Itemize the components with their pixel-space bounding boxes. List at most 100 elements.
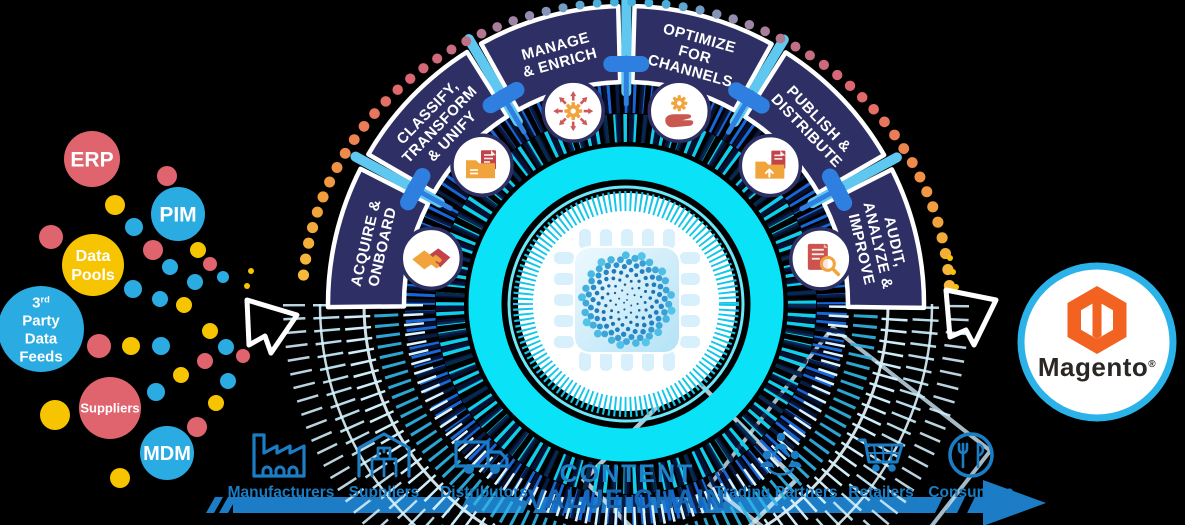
source-dot — [248, 268, 254, 274]
arc-dot — [610, 0, 619, 7]
source-dot — [125, 218, 143, 236]
tick-arc — [362, 303, 890, 525]
source-dot — [110, 468, 130, 488]
chain-item-manufacturers: Manufacturers — [228, 433, 334, 501]
arc-dot — [914, 171, 926, 183]
bubble-label: ERP — [70, 148, 113, 171]
source-dot — [162, 259, 178, 275]
source-dot — [220, 373, 236, 389]
arc-dot — [405, 73, 416, 84]
arc-dot — [339, 147, 351, 159]
dining-icon — [948, 432, 994, 478]
flow-arrow-left-icon — [244, 297, 300, 356]
folder-documents-icon — [466, 150, 497, 179]
arc-dot — [844, 80, 856, 92]
arc-dot — [856, 92, 868, 103]
tick-ring — [405, 83, 847, 525]
arc-dot — [575, 0, 585, 10]
arc-dot — [932, 216, 944, 228]
arc-dot — [936, 232, 948, 244]
arc-dot — [804, 50, 815, 61]
hand-gear-icon — [665, 95, 694, 128]
link-pill — [728, 82, 770, 114]
segment-publish-distribute — [742, 50, 887, 196]
bubble-circle — [140, 426, 194, 480]
factory-icon — [252, 433, 306, 478]
tick-arc — [318, 303, 934, 525]
arc-dot — [661, 0, 671, 9]
bubble-circle — [0, 286, 84, 372]
gear-arrows-icon — [553, 91, 594, 132]
gear-shape — [671, 95, 688, 112]
source-dot — [173, 367, 189, 383]
source-dot — [190, 242, 206, 258]
source-dot — [40, 400, 70, 430]
arc-dot — [760, 26, 770, 37]
arc-dot — [921, 186, 933, 198]
arc-dot — [324, 176, 336, 188]
bubble-suppliers-bubble: Suppliers — [79, 377, 141, 439]
arc-dot — [744, 19, 755, 30]
arc-dot — [369, 108, 380, 119]
arc-dot — [461, 36, 472, 47]
source-dot — [157, 166, 177, 186]
source-dot — [147, 383, 165, 401]
chain-label-suppliers: Suppliers — [349, 484, 420, 501]
spiral-logo-icon — [578, 251, 676, 349]
gear-shape — [564, 102, 583, 121]
arc-dot — [678, 2, 688, 12]
arc-dot — [476, 28, 487, 39]
value-chain-label: CONTENT VALUE CHAIN — [527, 460, 725, 514]
cart-icon — [857, 438, 904, 472]
tick-ring — [436, 114, 816, 494]
arc-dot — [712, 9, 722, 19]
band-slash — [954, 488, 978, 522]
arc-dot — [311, 206, 323, 218]
tick-ring — [468, 146, 784, 462]
band-piece — [219, 497, 237, 513]
outer-dotted-arc — [297, 0, 955, 292]
arc-dot — [306, 222, 319, 234]
arc-dot — [818, 59, 829, 70]
document-search-icon — [807, 243, 841, 277]
source-dot — [217, 271, 229, 283]
source-dot — [152, 291, 168, 307]
chain-label-distributors: Distributors — [440, 484, 528, 501]
source-dot — [947, 255, 953, 261]
chain-item-retailers: Retailers — [848, 438, 914, 501]
chain-label-consumers: Consumers — [928, 484, 1013, 501]
source-dot — [187, 274, 203, 290]
source-dot — [197, 353, 213, 369]
bubble-label: PIM — [159, 203, 196, 226]
source-dot — [236, 349, 250, 363]
arc-dot — [868, 104, 879, 115]
arc-dot — [644, 0, 654, 8]
source-dot — [187, 417, 207, 437]
arc-dot — [790, 41, 801, 52]
network-people-icon — [760, 432, 802, 476]
arc-dot — [695, 5, 705, 15]
source-dot — [244, 283, 250, 289]
arc-dot — [889, 129, 900, 141]
source-dot — [208, 395, 224, 411]
bubble-mdm: MDM — [140, 426, 194, 480]
source-dot — [152, 337, 170, 355]
band-arrowhead — [983, 480, 1046, 525]
segment-classify-transform-unify — [366, 49, 510, 195]
source-dots — [39, 166, 959, 488]
arc-dot — [492, 22, 502, 32]
link-pill — [482, 81, 525, 114]
arc-dot — [524, 11, 535, 21]
arc-dot — [627, 0, 636, 7]
arc-dot — [392, 84, 403, 95]
chain-item-trading-partners: Trading Partners — [714, 432, 838, 501]
arc-dot — [879, 116, 890, 128]
tick-arc — [403, 303, 849, 525]
arc-dot — [541, 6, 551, 16]
